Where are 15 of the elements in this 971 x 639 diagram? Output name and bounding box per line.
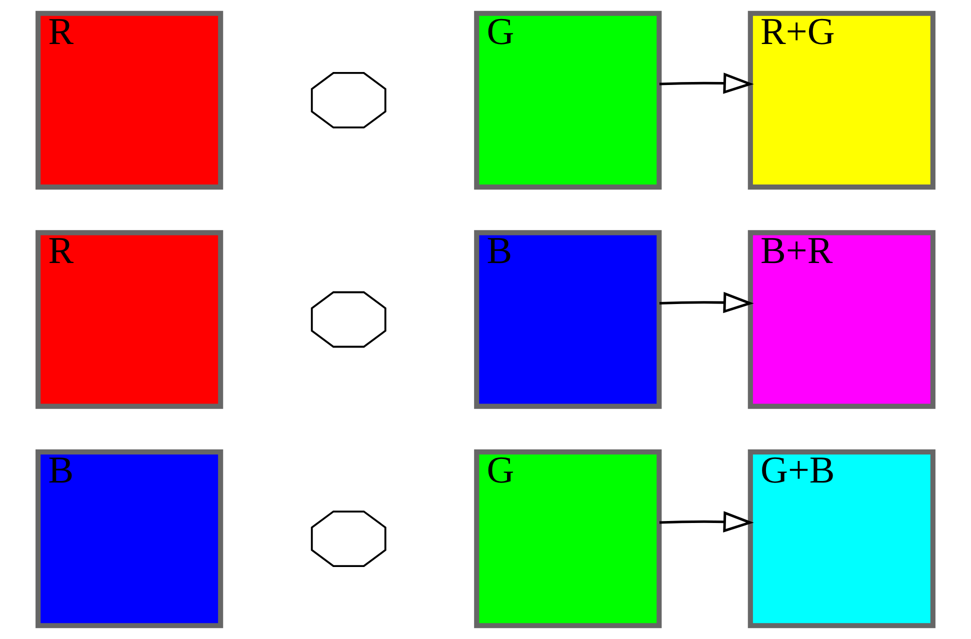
- node-box: B: [36, 449, 224, 628]
- node-box: G: [474, 449, 662, 628]
- node-box: G: [474, 10, 662, 190]
- arrow: [659, 511, 754, 532]
- node-box: B+R: [748, 230, 936, 409]
- node-cross: [310, 72, 386, 128]
- node-box: R: [36, 230, 224, 409]
- node-box: B: [474, 230, 662, 409]
- node-box: G+B: [748, 449, 936, 628]
- arrow: [659, 292, 754, 314]
- node-cross: [310, 291, 386, 348]
- node-cross: [310, 510, 386, 567]
- node-box: R+G: [748, 10, 936, 190]
- arrow: [659, 72, 754, 94]
- node-box: R: [36, 10, 224, 190]
